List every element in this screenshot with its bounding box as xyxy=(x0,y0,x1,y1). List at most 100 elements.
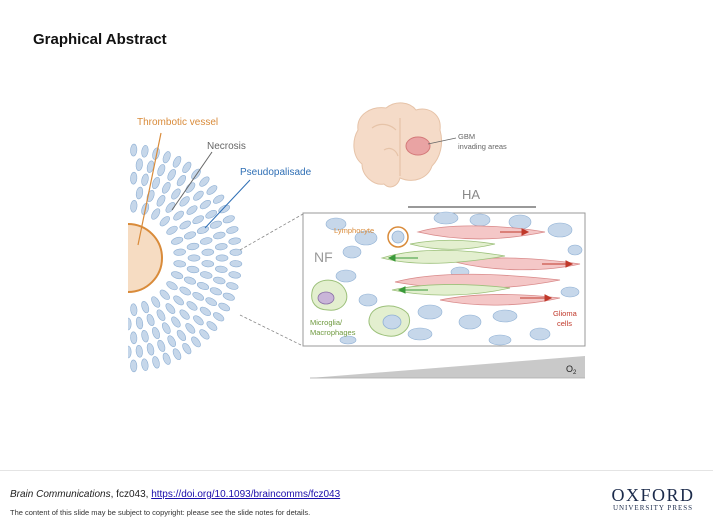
pseudopalisade-cell xyxy=(161,322,171,334)
pseudopalisade-cell xyxy=(186,265,200,274)
gbm-label-line2: invading areas xyxy=(458,142,507,151)
pseudopalisade-cell xyxy=(159,216,170,227)
pseudopalisade-cell xyxy=(209,220,222,229)
pseudopalisade-cell xyxy=(215,243,228,251)
tissue-cell xyxy=(508,214,532,230)
citation: Brain Communications, fcz043, https://do… xyxy=(10,489,340,500)
pseudopalisade-cell xyxy=(173,210,184,221)
pseudopalisade-cell xyxy=(161,182,171,194)
doi-link[interactable]: https://doi.org/10.1093/braincomms/fcz04… xyxy=(151,489,341,500)
pseudopalisade-cell xyxy=(187,254,201,262)
pseudopalisade-cell xyxy=(191,336,201,348)
pseudopalisade-cell xyxy=(222,292,235,301)
pseudopalisade-cell xyxy=(128,317,132,331)
pseudopalisade-diagram xyxy=(128,143,243,373)
pseudopalisade-cell xyxy=(146,343,155,356)
pseudopalisade-cell xyxy=(135,316,144,330)
pseudopalisade-cell xyxy=(205,297,218,306)
pseudopalisade-cell xyxy=(206,185,218,195)
pseudopalisade-cell xyxy=(182,342,192,355)
gbm-label-line1: GBM xyxy=(458,132,475,141)
pseudopalisade-cell xyxy=(171,316,181,328)
pseudopalisade-cell xyxy=(213,276,226,285)
tissue-cell xyxy=(407,327,433,341)
ha-label: HA xyxy=(462,187,480,202)
pseudopalisade-cell xyxy=(157,164,166,177)
pseudopalisade-cell xyxy=(130,303,138,316)
pseudopalisade-cell xyxy=(212,312,225,322)
thrombotic-vessel-label: Thrombotic vessel xyxy=(137,117,218,128)
tissue-cell xyxy=(417,304,443,320)
pseudopalisade-cell xyxy=(209,287,222,296)
pseudopalisade-cell xyxy=(196,282,210,290)
pseudopalisade-cell xyxy=(130,331,138,345)
pseudopalisade-cell xyxy=(130,359,138,373)
pseudopalisade-cell xyxy=(228,271,241,279)
pseudopalisade-cell xyxy=(229,260,243,268)
pseudopalisade-cell xyxy=(135,158,143,171)
tissue-cell xyxy=(433,211,459,225)
glioma-label-line2: cells xyxy=(557,319,572,328)
pseudopalisade-leader xyxy=(204,179,251,229)
pseudopalisade-cell xyxy=(151,208,161,220)
pseudopalisade-cell xyxy=(171,271,184,280)
gbm-invading-area xyxy=(405,136,431,156)
pseudopalisade-cell xyxy=(201,260,215,268)
pseudopalisade-cell xyxy=(141,358,149,371)
pseudopalisade-cell xyxy=(192,215,204,225)
pseudopalisade-cell xyxy=(130,200,138,213)
glioma-cell xyxy=(439,294,561,306)
pseudopalisade-cell xyxy=(141,145,149,158)
pseudopalisade-cell xyxy=(212,194,225,204)
nf-label: NF xyxy=(314,249,333,265)
pseudopalisade-cell xyxy=(193,190,204,201)
pseudopalisade-cell xyxy=(152,326,160,340)
pseudopalisade-cell xyxy=(226,282,239,290)
pseudopalisade-cell xyxy=(162,151,171,164)
pseudopalisade-cell xyxy=(172,155,182,168)
pseudopalisade-cell xyxy=(192,291,204,301)
pseudopalisade-cell xyxy=(199,306,211,317)
tissue-cell xyxy=(560,286,580,298)
glioma-label-line1: Glioma xyxy=(553,309,578,318)
pseudopalisade-cell xyxy=(222,215,235,224)
necrosis-label: Necrosis xyxy=(207,141,246,152)
zoom-connector-bottom xyxy=(239,314,304,347)
pseudopalisade-cell xyxy=(156,309,166,321)
microglia-process xyxy=(380,249,506,264)
journal-name: Brain Communications xyxy=(10,489,111,500)
pseudopalisade-cell xyxy=(179,286,191,296)
tissue-cell xyxy=(335,269,357,283)
pseudopalisade-cell xyxy=(141,301,150,314)
pseudopalisade-cell xyxy=(186,205,198,215)
pseudopalisade-cell xyxy=(179,220,191,230)
logo-main-text: OXFORD xyxy=(611,485,695,505)
pseudopalisade-cell xyxy=(159,289,170,300)
tissue-cell xyxy=(469,213,491,227)
pseudopalisade-cell xyxy=(199,237,213,245)
pseudopalisade-cell xyxy=(157,339,166,352)
copyright-notice: The content of this slide may be subject… xyxy=(10,508,311,517)
lymphocyte-label: Lymphocyte xyxy=(334,226,374,235)
tissue-cell xyxy=(458,314,482,330)
pseudopalisade-cell xyxy=(185,182,196,193)
outward-arrows xyxy=(500,228,574,302)
pseudopalisade-cell xyxy=(167,335,176,348)
tissue-cell xyxy=(339,335,357,345)
citation-text: , fcz043, xyxy=(110,489,152,500)
oxygen-gradient-wedge xyxy=(310,356,585,378)
pseudopalisade-cell xyxy=(206,321,218,331)
pseudopalisade-cell xyxy=(130,171,138,185)
thrombotic-vessel-shape xyxy=(128,223,163,293)
pseudopalisade-cell xyxy=(167,168,176,181)
pseudopalisade-cell xyxy=(172,348,182,361)
pseudopalisade-cell xyxy=(199,329,210,340)
tissue-cell xyxy=(529,327,551,341)
pseudopalisade-cell xyxy=(166,281,178,291)
pseudopalisade-cell xyxy=(186,242,200,251)
pseudopalisade-cell xyxy=(183,231,197,240)
microglia-label-line2: Macrophages xyxy=(310,328,356,337)
slide-title: Graphical Abstract xyxy=(33,31,167,48)
pseudopalisade-cell xyxy=(173,248,186,256)
pseudopalisade-cell xyxy=(199,199,211,210)
